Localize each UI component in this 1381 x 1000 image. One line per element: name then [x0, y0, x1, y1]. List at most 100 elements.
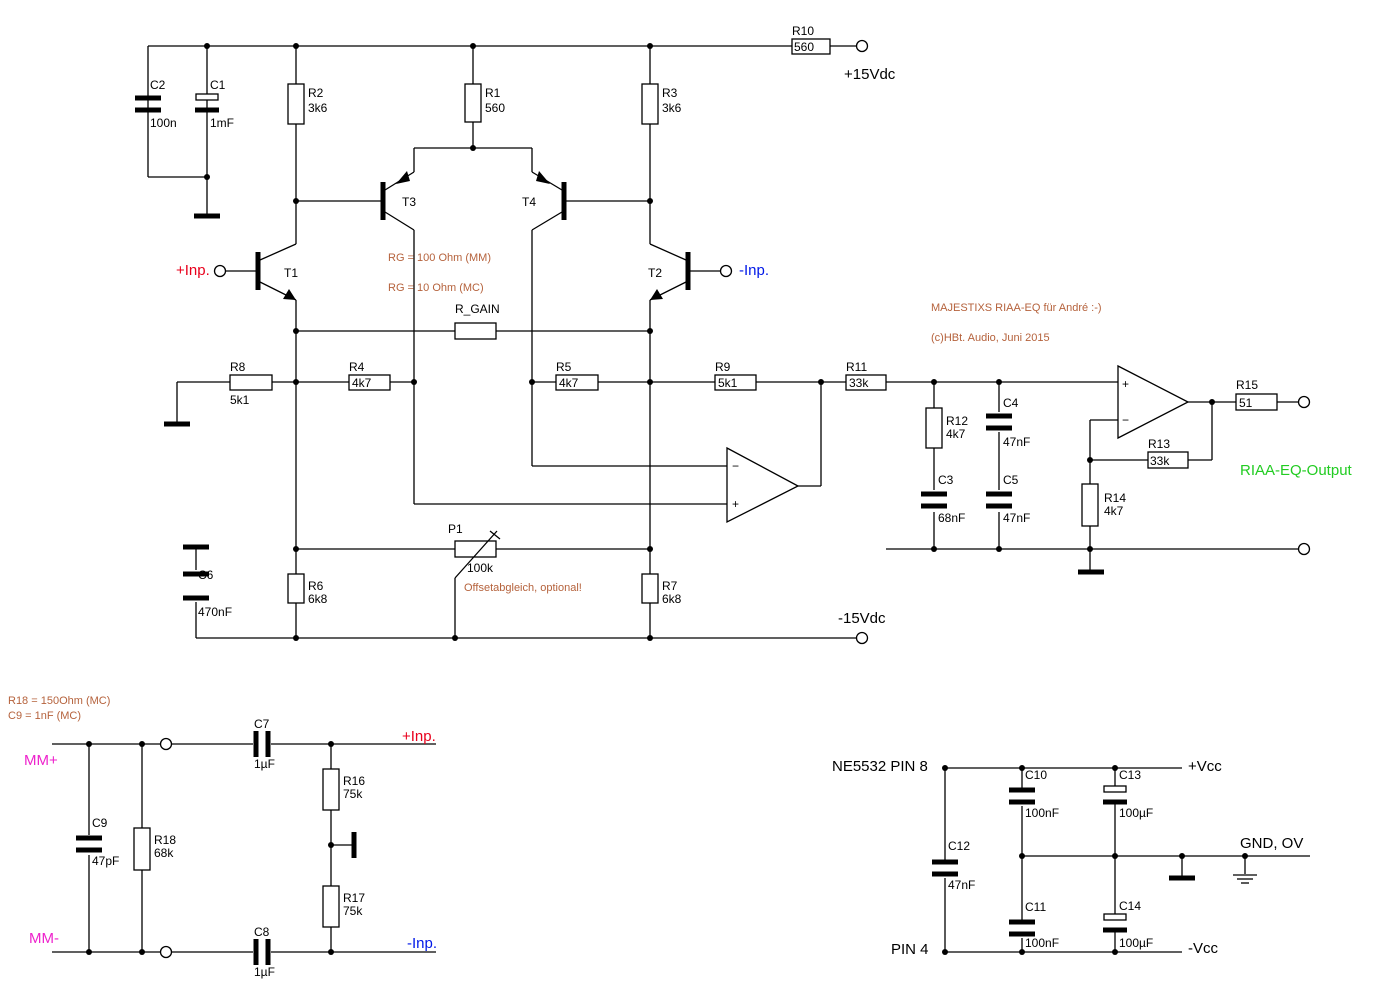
transistor-t4: [531, 171, 567, 231]
svg-text:R13: R13: [1148, 437, 1170, 451]
svg-text:C14: C14: [1119, 899, 1141, 913]
terminal-inp-plus: [213, 264, 227, 278]
resistor-rgain: [454, 322, 497, 340]
svg-text:C1: C1: [210, 78, 226, 92]
terminal-minus15: [855, 631, 869, 645]
component-labels: R10 560 C2 100n C1 1mF R2 3k6 R1 560 R3 …: [92, 24, 1258, 979]
svg-text:4k7: 4k7: [559, 376, 579, 390]
resistor-r8: [229, 374, 273, 391]
resistor-r3: [641, 83, 659, 125]
svg-text:C10: C10: [1025, 768, 1047, 782]
note-rg-mc: RG = 10 Ohm (MC): [388, 282, 484, 294]
label-inp-plus: +Inp.: [176, 262, 210, 279]
resistor-r18: [133, 827, 151, 871]
svg-text:−: −: [732, 459, 739, 473]
label-minus15: -15Vdc: [838, 610, 886, 627]
note-offset: Offsetabgleich, optional!: [464, 582, 582, 594]
svg-text:P1: P1: [448, 522, 463, 536]
svg-text:560: 560: [794, 40, 814, 54]
svg-text:100µF: 100µF: [1119, 806, 1153, 820]
resistor-r1: [464, 83, 482, 123]
svg-text:100n: 100n: [150, 116, 177, 130]
label-inp-minus: -Inp.: [739, 262, 769, 279]
note-title: MAJESTIXS RIAA-EQ für André :-): [931, 302, 1102, 314]
resistor-r11: [845, 374, 887, 391]
svg-text:R5: R5: [556, 360, 572, 374]
terminal-output-gnd: [1297, 542, 1311, 556]
opamp-2: + −: [1117, 364, 1190, 440]
resistor-r2: [287, 83, 305, 125]
terminal-plus15: [855, 39, 869, 53]
svg-text:R6: R6: [308, 579, 324, 593]
capacitor-c6: [183, 571, 209, 601]
label-vcc-minus: -Vcc: [1188, 940, 1219, 957]
capacitor-c5: [986, 491, 1012, 509]
svg-text:100nF: 100nF: [1025, 806, 1059, 820]
svg-text:R9: R9: [715, 360, 731, 374]
resistor-r13: [1147, 451, 1189, 469]
svg-text:R16: R16: [343, 774, 365, 788]
label-mm-plus: MM+: [24, 752, 58, 769]
svg-text:R10: R10: [792, 24, 814, 38]
svg-text:R1: R1: [485, 86, 501, 100]
svg-text:C5: C5: [1003, 473, 1019, 487]
capacitor-c11: [1009, 919, 1035, 937]
capacitor-c4: [986, 413, 1012, 431]
svg-text:R11: R11: [846, 360, 867, 374]
svg-text:R17: R17: [343, 891, 365, 905]
svg-text:1µF: 1µF: [254, 965, 275, 979]
transistors: [255, 171, 691, 301]
potentiometer-p1[interactable]: [454, 530, 501, 579]
svg-text:47pF: 47pF: [92, 854, 119, 868]
capacitor-c3: [921, 491, 947, 509]
svg-text:C9: C9: [92, 816, 108, 830]
svg-text:T3: T3: [402, 195, 416, 209]
capacitor-c1: [195, 93, 219, 113]
terminal-inp-minus: [719, 264, 733, 278]
svg-text:+: +: [732, 497, 739, 511]
svg-text:100nF: 100nF: [1025, 936, 1059, 950]
capacitors: [76, 93, 1127, 965]
svg-text:R3: R3: [662, 86, 678, 100]
resistor-r6: [287, 573, 305, 604]
transistor-t1: [255, 243, 297, 301]
svg-text:560: 560: [485, 101, 505, 115]
terminal-mm-minus: [159, 945, 173, 959]
svg-text:100µF: 100µF: [1119, 936, 1153, 950]
svg-text:100k: 100k: [467, 561, 494, 575]
note-mc-r18: R18 = 150Ohm (MC): [8, 695, 110, 707]
svg-text:R2: R2: [308, 86, 324, 100]
capacitor-c12: [932, 859, 958, 877]
svg-text:4k7: 4k7: [352, 376, 372, 390]
svg-text:R_GAIN: R_GAIN: [455, 302, 500, 316]
svg-text:51: 51: [1239, 396, 1253, 410]
svg-text:R18: R18: [154, 833, 176, 847]
note-rg-mm: RG = 100 Ohm (MM): [388, 252, 491, 264]
label-inp-plus-2: +Inp.: [402, 728, 436, 745]
svg-text:68nF: 68nF: [938, 511, 965, 525]
net-labels: +15Vdc -15Vdc +Inp. -Inp. RG = 100 Ohm (…: [8, 66, 1353, 958]
capacitor-c2: [135, 95, 161, 113]
resistor-r15: [1235, 393, 1278, 411]
svg-text:1mF: 1mF: [210, 116, 234, 130]
resistors: [133, 38, 1278, 928]
svg-text:T4: T4: [522, 195, 536, 209]
svg-text:33k: 33k: [849, 376, 869, 390]
label-ne5532-pin8: NE5532 PIN 8: [832, 758, 928, 775]
svg-text:R4: R4: [349, 360, 365, 374]
svg-text:T2: T2: [648, 266, 662, 280]
svg-text:33k: 33k: [1150, 454, 1170, 468]
capacitor-c8: [253, 939, 271, 965]
svg-text:C6: C6: [198, 568, 214, 582]
svg-text:C8: C8: [254, 925, 270, 939]
svg-text:R15: R15: [1236, 378, 1258, 392]
svg-text:C3: C3: [938, 473, 954, 487]
svg-text:6k8: 6k8: [308, 592, 328, 606]
svg-text:75k: 75k: [343, 787, 363, 801]
capacitor-c10: [1009, 787, 1035, 805]
terminal-output: [1297, 395, 1311, 409]
capacitor-c14: [1103, 913, 1127, 933]
resistor-r9: [714, 374, 757, 391]
svg-text:5k1: 5k1: [230, 393, 250, 407]
